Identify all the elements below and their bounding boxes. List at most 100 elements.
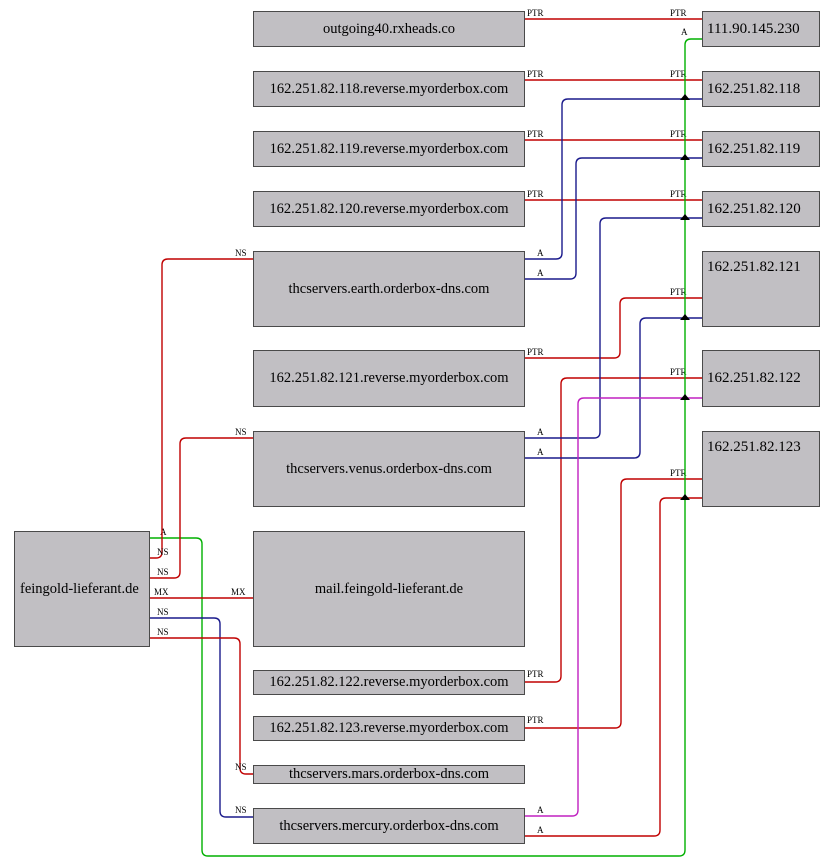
edge-label-ptr: PTR — [527, 347, 544, 357]
node-label: 162.251.82.119 — [707, 140, 801, 157]
edge-ptr-rev123: PTR PTR — [525, 468, 702, 729]
edge-ptr-rev122: PTR PTR — [525, 367, 702, 683]
edge-line — [150, 617, 253, 818]
node-rev121[interactable]: 162.251.82.121.reverse.myorderbox.com — [253, 350, 525, 407]
node-label: 162.251.82.118 — [707, 80, 801, 97]
node-feingold[interactable]: feingold-lieferant.de — [14, 531, 150, 647]
edge-line — [525, 297, 702, 359]
edge-label-a: A — [537, 805, 544, 815]
node-ip122[interactable]: 162.251.82.122 — [702, 350, 820, 407]
edge-label-ptr: PTR — [527, 8, 544, 18]
edge-label-a: A — [681, 27, 688, 37]
edge-line — [150, 38, 702, 857]
edge-line — [525, 377, 702, 683]
node-label: outgoing40.rxheads.co — [322, 20, 456, 37]
edge-label-ptr: PTR — [670, 367, 687, 377]
arrowhead — [680, 394, 690, 400]
edge-label-ns: NS — [235, 427, 247, 437]
node-outgoing40[interactable]: outgoing40.rxheads.co — [253, 11, 525, 47]
node-label: thcservers.earth.orderbox-dns.com — [288, 280, 490, 297]
edge-label-ptr: PTR — [670, 468, 687, 478]
node-earth[interactable]: thcservers.earth.orderbox-dns.com — [253, 251, 525, 327]
edge-line — [525, 497, 702, 837]
node-label: 162.251.82.123.reverse.myorderbox.com — [269, 720, 509, 736]
node-ip123[interactable]: 162.251.82.123 — [702, 431, 820, 507]
node-label: 162.251.82.122.reverse.myorderbox.com — [269, 674, 509, 690]
edge-a-mercury-123: A — [525, 497, 702, 837]
edge-label-ns: NS — [235, 248, 247, 258]
arrowheads — [680, 94, 690, 500]
node-label: 162.251.82.118.reverse.myorderbox.com — [269, 80, 509, 97]
node-label: 162.251.82.123 — [707, 439, 801, 455]
edge-a-venus-120: A — [525, 217, 702, 439]
node-label: feingold-lieferant.de — [20, 580, 139, 597]
edge-label-a: A — [537, 447, 544, 457]
edge-label-ns: NS — [235, 805, 247, 815]
edge-a-venus-121: A — [525, 317, 702, 459]
edge-label-ptr: PTR — [670, 129, 687, 139]
edge-ptr-outgoing40: PTR PTR — [525, 8, 702, 20]
node-label: 162.251.82.121 — [707, 259, 801, 275]
node-ip121[interactable]: 162.251.82.121 — [702, 251, 820, 327]
node-mail[interactable]: mail.feingold-lieferant.de — [253, 531, 525, 647]
edge-label-a: A — [537, 427, 544, 437]
node-rev118[interactable]: 162.251.82.118.reverse.myorderbox.com — [253, 71, 525, 107]
edge-line — [525, 98, 702, 260]
node-ip120[interactable]: 162.251.82.120 — [702, 191, 820, 227]
edge-line — [525, 157, 702, 280]
edge-line — [150, 258, 253, 559]
node-label: thcservers.mars.orderbox-dns.com — [288, 766, 490, 782]
edge-label-a: A — [537, 268, 544, 278]
edge-line — [525, 317, 702, 459]
edge-label-ns: NS — [157, 567, 169, 577]
edge-label-ptr: PTR — [527, 715, 544, 725]
edge-label-ptr: PTR — [670, 189, 687, 199]
edge-label-ptr: PTR — [670, 287, 687, 297]
edge-label-a: A — [537, 248, 544, 258]
edge-label-ns: NS — [235, 762, 247, 772]
arrowhead — [680, 94, 690, 100]
edge-label-ptr: PTR — [527, 69, 544, 79]
edge-ns-venus: NS NS — [150, 427, 253, 579]
edge-ptr-rev119: PTR PTR — [525, 129, 702, 141]
node-label: mail.feingold-lieferant.de — [314, 580, 464, 597]
node-rev123[interactable]: 162.251.82.123.reverse.myorderbox.com — [253, 716, 525, 741]
edge-ptr-rev120: PTR PTR — [525, 189, 702, 201]
node-ip119[interactable]: 162.251.82.119 — [702, 131, 820, 167]
edge-a-feingold-230: A A — [150, 27, 702, 857]
node-mars[interactable]: thcservers.mars.orderbox-dns.com — [253, 765, 525, 784]
node-label: 162.251.82.120 — [707, 200, 801, 217]
node-rev119[interactable]: 162.251.82.119.reverse.myorderbox.com — [253, 131, 525, 167]
edge-mx-mail: MX MX — [150, 587, 253, 599]
edge-label-ptr: PTR — [670, 8, 687, 18]
edge-line — [525, 217, 702, 439]
node-ip118[interactable]: 162.251.82.118 — [702, 71, 820, 107]
node-label: 162.251.82.120.reverse.myorderbox.com — [269, 200, 509, 217]
node-venus[interactable]: thcservers.venus.orderbox-dns.com — [253, 431, 525, 507]
node-rev122[interactable]: 162.251.82.122.reverse.myorderbox.com — [253, 670, 525, 695]
edge-line — [525, 397, 702, 817]
edge-line — [150, 437, 253, 579]
edge-label-ns: NS — [157, 627, 169, 637]
edge-line — [525, 478, 702, 729]
arrowhead — [680, 154, 690, 160]
edge-line — [150, 637, 253, 775]
node-ip230[interactable]: 111.90.145.230 — [702, 11, 820, 47]
node-rev120[interactable]: 162.251.82.120.reverse.myorderbox.com — [253, 191, 525, 227]
node-mercury[interactable]: thcservers.mercury.orderbox-dns.com — [253, 808, 525, 844]
node-label: 162.251.82.119.reverse.myorderbox.com — [269, 140, 509, 157]
node-label: 162.251.82.121.reverse.myorderbox.com — [269, 370, 509, 386]
edge-label-ns: NS — [157, 547, 169, 557]
edge-label-ns: NS — [157, 607, 169, 617]
edge-ptr-rev118: PTR PTR — [525, 69, 702, 81]
node-label: thcservers.venus.orderbox-dns.com — [286, 460, 492, 477]
arrowhead — [680, 494, 690, 500]
edge-a-earth-118: A — [525, 98, 702, 260]
edge-ns-earth: NS NS — [150, 248, 253, 559]
edge-label-ptr: PTR — [527, 189, 544, 199]
edge-a-mercury-122: A — [525, 397, 702, 817]
arrowhead — [680, 214, 690, 220]
edge-label-ptr: PTR — [527, 669, 544, 679]
